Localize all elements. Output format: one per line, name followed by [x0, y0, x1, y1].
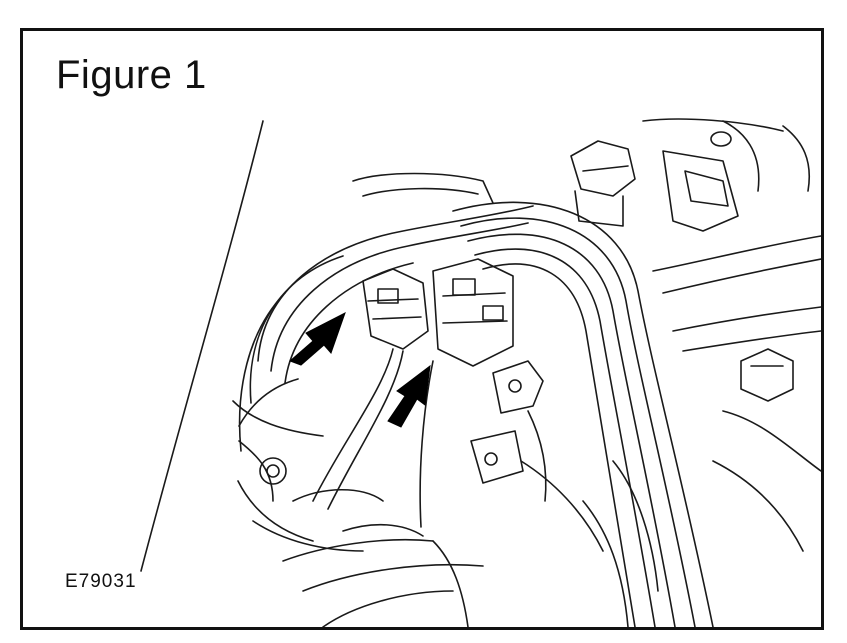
panel-edge-line	[140, 120, 264, 572]
upper-housing	[352, 172, 494, 204]
hex-bolt-right	[740, 348, 794, 402]
pipe-right-upper	[652, 235, 821, 272]
arrow-left-connector	[289, 311, 346, 366]
arrow-lower-connector	[387, 364, 431, 428]
engine-bay-illustration	[140, 118, 821, 627]
hose-bundle-left	[257, 205, 534, 362]
figure-frame: Figure 1	[20, 28, 824, 630]
figure-title: Figure 1	[56, 53, 207, 97]
housing-bolt	[259, 457, 287, 485]
ground-tab-lower	[470, 430, 524, 484]
lower-housing	[232, 400, 324, 437]
tube-bundle-main	[452, 201, 714, 627]
hex-fitting-top	[570, 140, 636, 197]
figure-code: E79031	[65, 571, 137, 592]
left-electrical-connector	[362, 268, 429, 350]
lower-electrical-connector	[432, 258, 514, 367]
ground-tab-upper	[492, 360, 544, 414]
bracket-top-right	[662, 150, 739, 232]
